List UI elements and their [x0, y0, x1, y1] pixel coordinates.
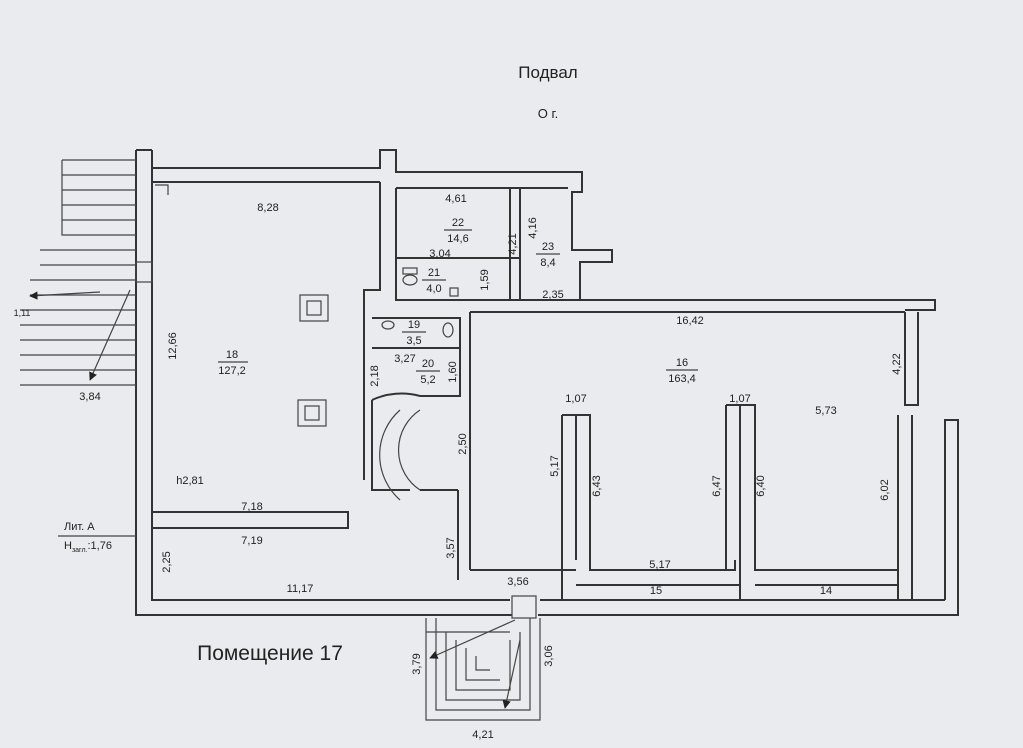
svg-text:2,35: 2,35 — [542, 289, 563, 301]
lit-legend: Лит. А Нзагл.:1,76 — [58, 521, 136, 554]
svg-text:6,02: 6,02 — [879, 479, 891, 500]
svg-text:4,21: 4,21 — [507, 233, 519, 254]
stairs-left — [20, 159, 153, 386]
svg-text:8,28: 8,28 — [257, 202, 278, 214]
svg-text:1,11: 1,11 — [14, 308, 31, 318]
svg-text:5,17: 5,17 — [649, 559, 670, 571]
svg-text:8,4: 8,4 — [540, 257, 555, 269]
svg-text:23: 23 — [542, 241, 554, 253]
svg-text:3,5: 3,5 — [406, 335, 421, 347]
svg-text:163,4: 163,4 — [668, 373, 696, 385]
room-caption: Помещение 17 — [197, 642, 343, 665]
svg-text:3,57: 3,57 — [445, 537, 457, 558]
svg-text:127,2: 127,2 — [218, 365, 246, 377]
svg-text:1,07: 1,07 — [565, 393, 586, 405]
svg-text:5,73: 5,73 — [815, 405, 836, 417]
svg-text:4,0: 4,0 — [426, 283, 441, 295]
svg-text:20: 20 — [422, 358, 434, 370]
svg-text:3,56: 3,56 — [507, 576, 528, 588]
svg-text:19: 19 — [408, 319, 420, 331]
plan-title: Подвал — [518, 63, 577, 82]
svg-text:4,61: 4,61 — [445, 193, 466, 205]
svg-text:7,18: 7,18 — [241, 501, 262, 513]
toilet-icon — [381, 267, 459, 338]
svg-text:4,21: 4,21 — [472, 729, 493, 741]
svg-text:21: 21 — [428, 267, 440, 279]
internal-walls — [151, 182, 898, 600]
dimension-labels: 8,28 4,61 3,04 2,35 16,42 3,27 1,07 1,07… — [14, 193, 837, 741]
room-20: 20 5,2 — [416, 358, 440, 386]
stairs-bottom — [425, 595, 541, 721]
svg-text:2,50: 2,50 — [457, 433, 469, 454]
svg-text:Лит. А: Лит. А — [64, 521, 95, 533]
room-23: 23 8,4 — [536, 241, 560, 269]
svg-text:18: 18 — [226, 349, 238, 361]
svg-text:1,60: 1,60 — [447, 361, 459, 382]
room-22: 22 14,6 — [444, 217, 472, 245]
svg-text:16,42: 16,42 — [676, 315, 704, 327]
room-19: 19 3,5 — [402, 319, 426, 347]
svg-text:4,22: 4,22 — [891, 353, 903, 374]
svg-text:22: 22 — [452, 217, 464, 229]
svg-text:h2,81: h2,81 — [176, 475, 204, 487]
room-16: 16 163,4 — [666, 357, 698, 385]
svg-text:14,6: 14,6 — [447, 233, 468, 245]
svg-text:11,17: 11,17 — [287, 583, 314, 595]
svg-text:1,07: 1,07 — [729, 393, 750, 405]
svg-text:12,66: 12,66 — [167, 332, 179, 360]
svg-text:2,25: 2,25 — [161, 551, 173, 572]
svg-text:3,06: 3,06 — [543, 645, 555, 666]
dimension-labels-vertical: 4,21 4,16 1,59 12,66 1,60 2,18 4,22 2,50… — [161, 217, 903, 674]
room-14: 14 — [820, 585, 832, 597]
svg-text:Нзагл.:1,76: Нзагл.:1,76 — [64, 540, 112, 554]
svg-text:5,2: 5,2 — [420, 374, 435, 386]
svg-text:2,18: 2,18 — [369, 365, 381, 386]
svg-text:1,59: 1,59 — [479, 269, 491, 290]
svg-text:5,17: 5,17 — [549, 455, 561, 476]
svg-text:6,40: 6,40 — [755, 475, 767, 496]
svg-text:7,19: 7,19 — [241, 535, 262, 547]
room-21: 21 4,0 — [422, 267, 446, 295]
svg-text:3,04: 3,04 — [429, 248, 450, 260]
svg-text:3,79: 3,79 — [411, 653, 423, 674]
room-18: 18 127,2 — [218, 349, 248, 377]
plan-mark: О г. — [538, 106, 559, 121]
svg-text:6,43: 6,43 — [591, 475, 603, 496]
svg-text:3,84: 3,84 — [79, 391, 100, 403]
room-15: 15 — [650, 585, 662, 597]
svg-text:3,27: 3,27 — [394, 353, 415, 365]
svg-text:6,47: 6,47 — [711, 475, 723, 496]
svg-text:4,16: 4,16 — [527, 217, 539, 238]
svg-text:16: 16 — [676, 357, 688, 369]
